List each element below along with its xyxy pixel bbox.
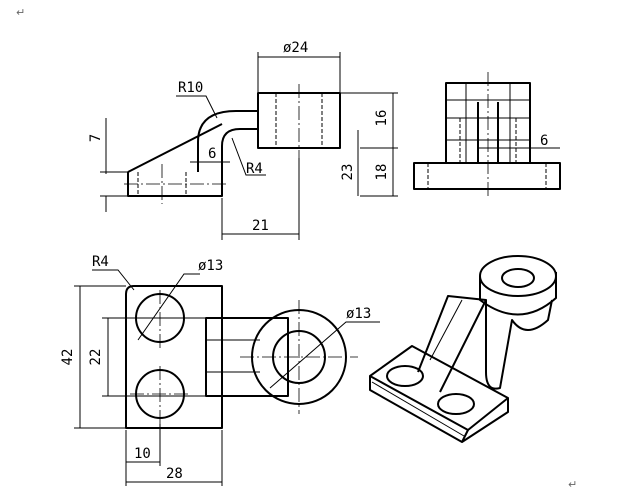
leader-r4-front [231, 137, 266, 176]
dim-10: 10 [134, 446, 151, 462]
front-arm-inner [221, 128, 258, 172]
iso-boss-top [479, 255, 557, 297]
top-centerlines [130, 290, 358, 424]
dim-r4-front: R4 [246, 161, 263, 177]
dim-d24: ø24 [283, 40, 308, 56]
dim-r10: R10 [178, 80, 203, 96]
top-rib-edges [126, 317, 222, 397]
iso-arm [485, 299, 553, 390]
top-arm-edges [206, 339, 260, 373]
iso-base-inner [371, 381, 465, 437]
dim-d13-right: ø13 [346, 306, 371, 322]
dim-line-16-18 [340, 92, 398, 197]
paragraph-mark-bottom: ↵ [568, 478, 578, 491]
dim-line-d24 [257, 52, 341, 92]
iso-base-sides [369, 376, 509, 443]
iso-boss-hole [501, 268, 535, 288]
side-view: 6 [413, 72, 561, 198]
leader-d13-left [137, 273, 200, 341]
dim-16: 16 [374, 110, 390, 127]
side-base [413, 162, 561, 190]
side-hidden [427, 118, 547, 189]
dim-21: 21 [252, 218, 269, 234]
dim-18: 18 [374, 164, 390, 181]
leader-d13-right [269, 321, 380, 389]
dim-28: 28 [166, 466, 183, 482]
top-view: R4 ø13 ø13 42 22 10 28 [60, 254, 380, 486]
iso-rib [417, 295, 487, 393]
leader-r10 [176, 95, 218, 119]
dim-d13-left: ø13 [198, 258, 223, 274]
dim-7: 7 [88, 134, 104, 142]
iso-hole-left [386, 365, 424, 387]
dim-r4-top: R4 [92, 254, 109, 270]
dim-42: 42 [60, 349, 76, 366]
iso-base-top [369, 345, 509, 431]
dim-6-front: 6 [208, 146, 216, 162]
iso-rib-face [429, 299, 463, 361]
front-view: ø24 R10 R4 7 6 16 18 23 21 [88, 40, 398, 240]
dim-line-21 [221, 158, 300, 240]
leader-r4-top [92, 269, 135, 291]
side-web [477, 102, 499, 163]
dim-22: 22 [88, 349, 104, 366]
dim-line-42 [74, 285, 126, 429]
front-arm [197, 110, 258, 172]
front-rib [127, 123, 223, 173]
dim-line-28 [126, 430, 223, 486]
dim-line-22 [102, 317, 126, 397]
dim-line-7 [100, 118, 128, 212]
isometric-view [369, 255, 557, 443]
paragraph-mark-top: ↵ [16, 6, 26, 19]
front-boss-hidden [275, 93, 323, 148]
iso-hole-right [437, 393, 475, 415]
dim-6-side: 6 [540, 133, 548, 149]
iso-boss-body [479, 272, 557, 316]
dim-23: 23 [340, 164, 356, 181]
dim-line-10 [125, 424, 161, 486]
